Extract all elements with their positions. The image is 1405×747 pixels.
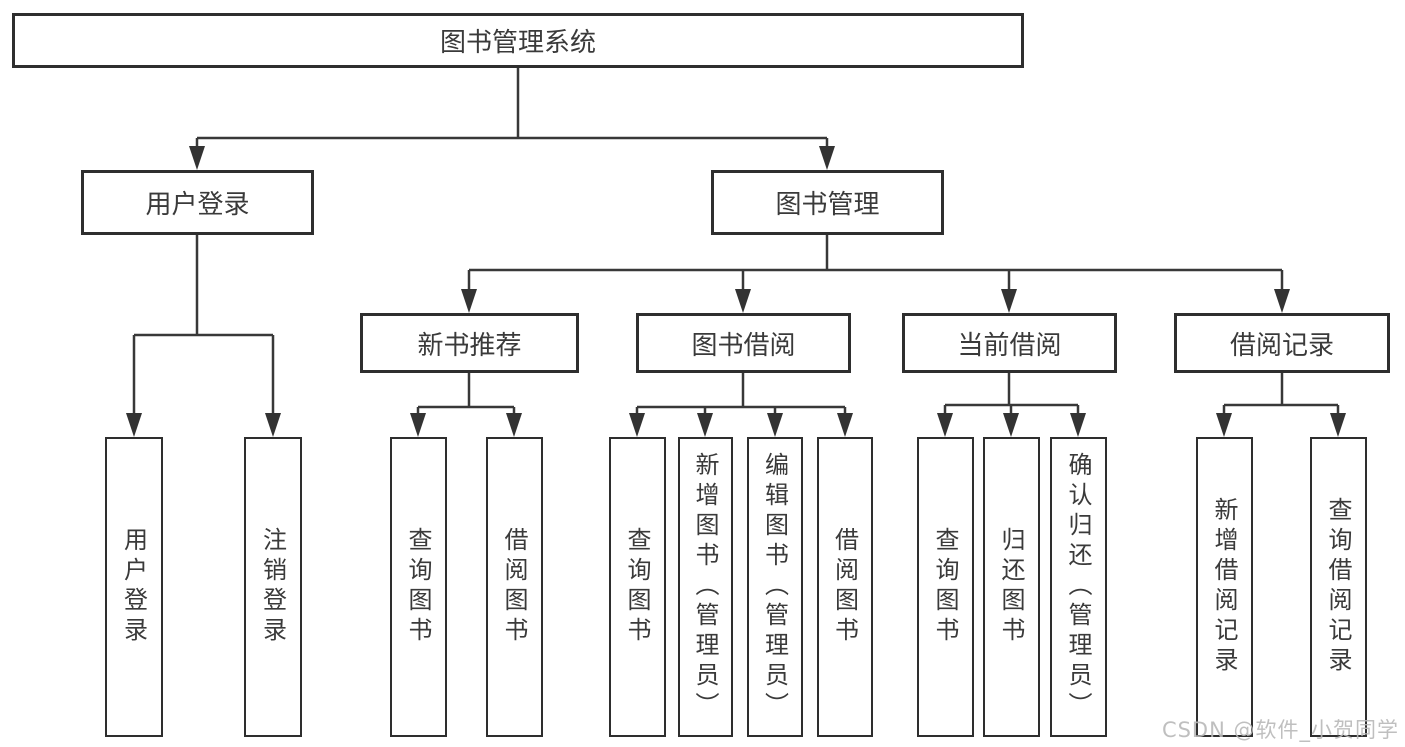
- leaf-query-borrow-record: 查询借阅记录: [1310, 437, 1367, 737]
- leaf-confirm-return-admin-label: 确认归还（管理员）: [1064, 452, 1092, 722]
- node-new-book-recommend: 新书推荐: [360, 313, 579, 373]
- leaf-logout-login: 注销登录: [244, 437, 302, 737]
- leaf-return-books: 归还图书: [983, 437, 1040, 737]
- leaf-query-borrow-record-label: 查询借阅记录: [1324, 497, 1352, 677]
- leaf-add-borrow-record-label: 新增借阅记录: [1210, 497, 1238, 677]
- leaf-borrow-books-1-label: 借阅图书: [500, 527, 528, 647]
- leaf-borrow-books-2-label: 借阅图书: [830, 527, 859, 647]
- leaf-add-book-admin-label: 新增图书（管理员）: [691, 452, 719, 722]
- leaf-return-books-label: 归还图书: [997, 527, 1025, 647]
- node-user-login: 用户登录: [81, 170, 314, 235]
- node-user-login-label: 用户登录: [145, 190, 250, 220]
- leaf-query-books-2: 查询图书: [609, 437, 666, 737]
- leaf-query-books-3-label: 查询图书: [931, 527, 959, 647]
- csdn-watermark: CSDN @软件_小贺同学: [1161, 718, 1399, 742]
- node-library-system-label: 图书管理系统: [439, 28, 596, 58]
- leaf-add-borrow-record: 新增借阅记录: [1196, 437, 1253, 737]
- leaf-add-book-admin: 新增图书（管理员）: [678, 437, 733, 737]
- node-book-management: 图书管理: [711, 170, 944, 235]
- leaf-query-books-2-label: 查询图书: [623, 527, 651, 647]
- node-book-management-label: 图书管理: [775, 190, 880, 220]
- leaf-borrow-books-1: 借阅图书: [486, 437, 543, 737]
- leaf-query-books-3: 查询图书: [917, 437, 974, 737]
- node-book-borrowing: 图书借阅: [636, 313, 851, 373]
- leaf-query-books-1-label: 查询图书: [404, 527, 432, 647]
- leaf-user-login: 用户登录: [105, 437, 163, 737]
- node-book-borrowing-label: 图书借阅: [691, 330, 796, 361]
- node-library-system: 图书管理系统: [12, 13, 1024, 68]
- node-current-borrowing: 当前借阅: [902, 313, 1117, 373]
- leaf-query-books-1: 查询图书: [390, 437, 447, 737]
- leaf-user-login-label: 用户登录: [119, 527, 148, 647]
- node-new-book-recommend-label: 新书推荐: [417, 330, 522, 361]
- node-borrowing-records-label: 借阅记录: [1229, 330, 1334, 361]
- leaf-edit-book-admin: 编辑图书（管理员）: [747, 437, 803, 737]
- leaf-borrow-books-2: 借阅图书: [817, 437, 873, 737]
- leaf-confirm-return-admin: 确认归还（管理员）: [1050, 437, 1107, 737]
- node-current-borrowing-label: 当前借阅: [957, 330, 1062, 361]
- node-borrowing-records: 借阅记录: [1174, 313, 1390, 373]
- leaf-edit-book-admin-label: 编辑图书（管理员）: [760, 452, 789, 722]
- leaf-logout-login-label: 注销登录: [258, 527, 287, 647]
